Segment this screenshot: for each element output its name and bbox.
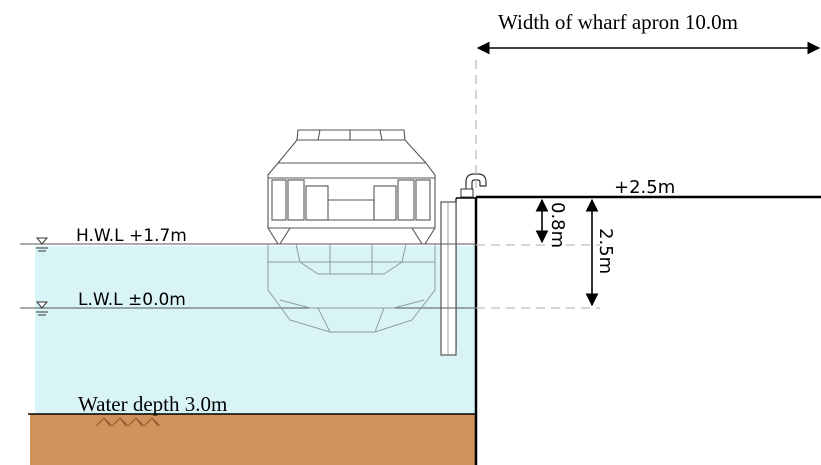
- bollard-base: [460, 188, 474, 198]
- water-depth-label: Water depth 3.0m: [78, 392, 227, 416]
- water-body: [35, 246, 476, 416]
- freeboard-lwl-label: 2.5m: [595, 228, 616, 274]
- quay-wall: [455, 195, 821, 465]
- lwl-symbol-icon: [35, 301, 49, 316]
- lwl-label: L.W.L ±0.0m: [78, 290, 186, 310]
- hwl-symbol-icon: [35, 237, 49, 252]
- dashed-reference-lines: [475, 60, 600, 309]
- boat-hull-submerged: [267, 243, 436, 333]
- boat-front-view: [267, 129, 436, 245]
- wharf-width-label: Width of wharf apron 10.0m: [498, 10, 738, 34]
- fender-panel: [440, 201, 457, 356]
- freeboard-hwl-label: 0.8m: [547, 202, 568, 248]
- hwl-label: H.W.L +1.7m: [76, 226, 187, 246]
- seabed: [30, 414, 476, 465]
- crown-height-label: +2.5m: [614, 177, 675, 198]
- seabed-hatch: [95, 417, 161, 427]
